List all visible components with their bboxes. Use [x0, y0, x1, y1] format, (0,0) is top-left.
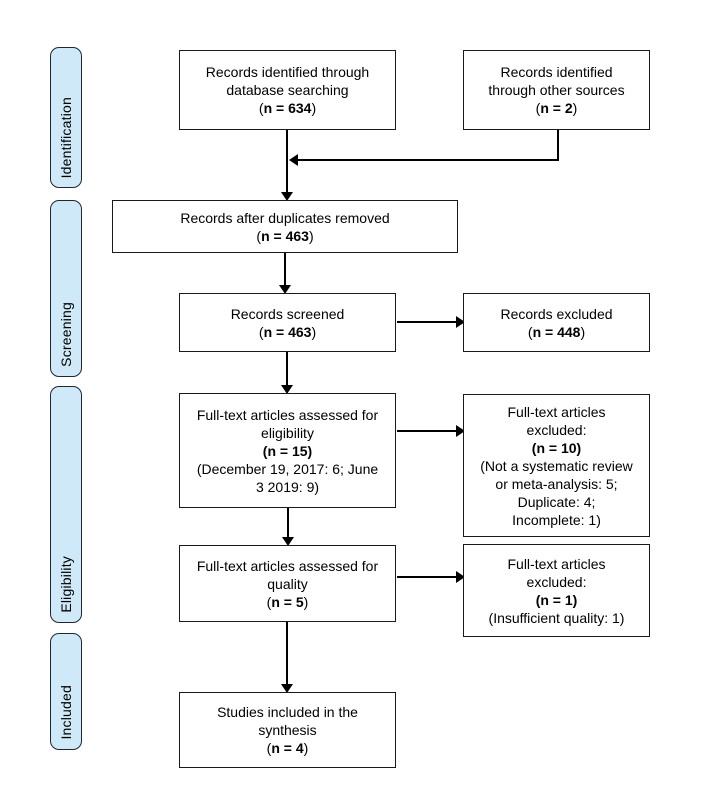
text-line: (n = 15): [262, 442, 313, 459]
text-line: Full-text articles: [507, 403, 606, 420]
stage-label-text: Eligibility: [58, 556, 74, 613]
stage-label-text: Identification: [58, 96, 74, 178]
text-line: (December 19, 2017: 6; June: [196, 460, 379, 477]
text-line: Records identified through: [205, 64, 370, 80]
text-line: (Insufficient quality: 1): [488, 609, 625, 626]
text-line: Studies included in the: [217, 704, 358, 720]
text-line: eligibility: [261, 424, 314, 441]
text-line: (n = 4): [266, 740, 309, 756]
stage-label-text: Screening: [58, 302, 74, 367]
arrow-other-sources-elbow: [298, 130, 559, 161]
box-records-screened: Records screened(n = 463): [179, 293, 396, 352]
text-line: (n = 5): [266, 593, 309, 610]
arrowhead-other-sources: [289, 154, 298, 166]
box-records-excluded: Records excluded(n = 448): [463, 293, 650, 352]
stage-label-included: Included: [50, 633, 82, 750]
text-line: (n = 634): [258, 100, 317, 116]
text-line: Records excluded: [500, 305, 613, 322]
text-line: or meta-analysis: 5;: [495, 475, 618, 492]
text-line: (n = 10): [531, 439, 582, 456]
text-line: (n = 1): [535, 591, 578, 608]
text-line: (n = 463): [258, 323, 317, 340]
text-line: Full-text articles assessed for: [196, 557, 379, 574]
text-line: Records screened: [230, 305, 345, 322]
stage-label-text: Included: [58, 685, 74, 740]
text-line: excluded:: [526, 573, 587, 590]
text-line: Full-text articles assessed for: [196, 406, 379, 423]
text-line: Duplicate: 4;: [517, 493, 596, 510]
text-line: through other sources: [488, 82, 625, 98]
text-line: (Not a systematic review: [480, 457, 633, 474]
text-line: Records identified: [500, 64, 613, 80]
stage-label-identification: Identification: [50, 47, 82, 188]
text-line: excluded:: [526, 421, 587, 438]
text-line: (n = 448): [527, 323, 586, 340]
box-studies-included: Studies included in the synthesis (n = 4): [179, 692, 396, 768]
box-duplicates-removed: Records after duplicates removed(n = 463…: [112, 200, 458, 253]
box-records-identified-database: Records identified through database searc…: [179, 50, 396, 130]
text-line: Full-text articles: [507, 555, 606, 572]
text-line: Incomplete: 1): [512, 511, 601, 528]
text-line: (n = 463): [256, 227, 314, 244]
stage-label-screening: Screening: [50, 200, 82, 377]
text-line: quality: [267, 575, 308, 592]
text-line: Records after duplicates removed: [180, 209, 390, 226]
stage-label-eligibility: Eligibility: [50, 386, 82, 623]
text-line: synthesis: [258, 722, 317, 738]
text-line: 3 2019: 9): [255, 478, 320, 495]
text-line: database searching: [226, 82, 349, 98]
text-line: (n = 2): [535, 100, 578, 116]
box-records-identified-other: Records identified through other sources (…: [463, 50, 650, 130]
